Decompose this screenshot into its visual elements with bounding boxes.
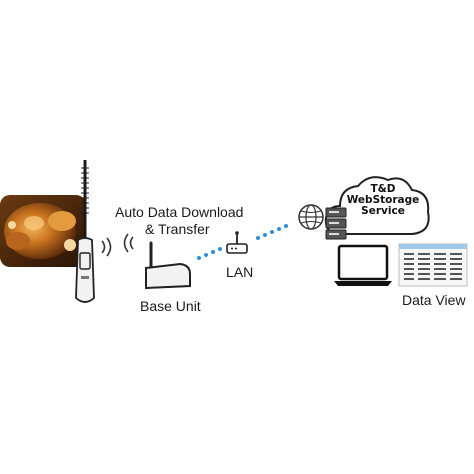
base-unit-label: Base Unit — [140, 298, 201, 314]
cloud-line3: Service — [361, 205, 405, 217]
cloud-line2: WebStorage — [346, 194, 420, 206]
server-icon — [325, 207, 347, 240]
wireless-signal-icon — [123, 233, 134, 253]
data-table-icon — [398, 243, 468, 287]
router-icon — [226, 231, 248, 254]
auto-download-line1: Auto Data Download — [115, 204, 244, 220]
globe-icon — [298, 204, 324, 230]
base-unit-device — [145, 241, 191, 290]
probe-thermometer — [75, 160, 95, 303]
auto-download-label: Auto Data Download & Transfer — [115, 204, 243, 238]
auto-download-line2: & Transfer — [145, 221, 210, 237]
link-dots — [197, 247, 222, 260]
turkey-photo — [0, 195, 86, 267]
cloud-line1: T&D — [370, 183, 396, 195]
data-view-label: Data View — [402, 292, 466, 308]
lan-label: LAN — [226, 264, 254, 280]
wireless-signal-icon — [101, 237, 112, 257]
laptop-icon — [334, 244, 392, 286]
cloud-label: T&D WebStorage Service — [344, 184, 422, 217]
link-dots — [256, 224, 288, 240]
